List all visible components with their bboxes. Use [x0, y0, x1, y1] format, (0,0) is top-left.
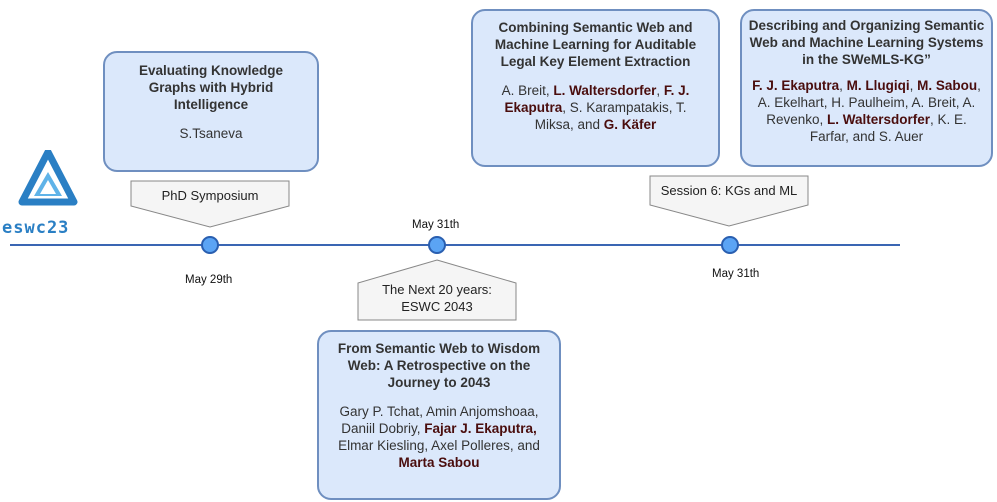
- date-label-1: May 29th: [185, 274, 233, 286]
- timeline-marker-3: [721, 236, 739, 254]
- tag-session-6: Session 6: KGs and ML: [649, 175, 809, 227]
- paper-authors: F. J. Ekaputra, M. Llugiqi, M. Sabou, A.…: [752, 78, 981, 144]
- paper-authors: Gary P. Tchat, Amin Anjomshoaa, Daniil D…: [338, 404, 540, 470]
- paper-title: Evaluating Knowledge Graphs with Hybrid …: [138, 63, 284, 112]
- paper-card-wisdom-web: From Semantic Web to Wisdom Web: A Retro…: [317, 330, 561, 500]
- paper-title: Describing and Organizing Semantic Web a…: [748, 18, 985, 67]
- paper-card-swemls-kg: Describing and Organizing Semantic Web a…: [740, 9, 993, 167]
- tag-next-20-years: The Next 20 years: ESWC 2043: [357, 259, 517, 321]
- logo-text: ESWC23: [2, 218, 70, 238]
- timeline-marker-2: [428, 236, 446, 254]
- timeline-axis: [10, 244, 900, 246]
- paper-card-legal-extraction: Combining Semantic Web and Machine Learn…: [471, 9, 720, 167]
- date-label-2: May 31th: [412, 219, 460, 231]
- paper-authors: S.Tsaneva: [179, 126, 243, 141]
- paper-title: From Semantic Web to Wisdom Web: A Retro…: [337, 341, 541, 390]
- paper-card-knowledge-graphs: Evaluating Knowledge Graphs with Hybrid …: [103, 51, 319, 172]
- paper-title: Combining Semantic Web and Machine Learn…: [494, 20, 697, 69]
- date-label-3: May 31th: [712, 268, 760, 280]
- eswc-logo: ESWC23: [2, 148, 114, 240]
- paper-authors: A. Breit, L. Waltersdorfer, F. J. Ekaput…: [501, 83, 690, 132]
- tag-phd-symposium: PhD Symposium: [130, 180, 290, 228]
- timeline-marker-1: [201, 236, 219, 254]
